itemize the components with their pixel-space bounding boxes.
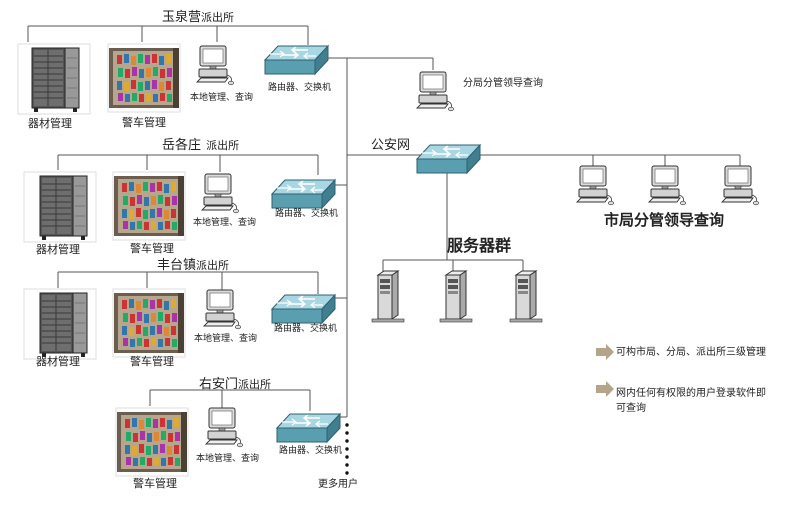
server-tower-icon — [371, 270, 405, 323]
connection-lines — [27, 25, 741, 418]
station-2-vehicle-image — [112, 171, 186, 241]
more-users-dots — [345, 423, 349, 475]
arrow-right-icon — [596, 344, 614, 360]
station-3-equipment-image — [23, 288, 97, 360]
station-3-router-label: 路由器、交换机 — [274, 324, 338, 334]
station-2-vehicle-label: 警车管理 — [130, 242, 174, 255]
station-4-vehicle-label: 警车管理 — [133, 477, 177, 490]
station-1-equipment-label: 器材管理 — [28, 117, 72, 130]
police-net-label: 公安网 — [371, 138, 411, 153]
computer-icon — [205, 407, 244, 448]
station-2-equipment-image — [23, 171, 97, 243]
station-2-router-label: 路由器、交换机 — [275, 209, 339, 219]
network-switch-icon — [264, 45, 329, 75]
station-1-router-label: 路由器、交换机 — [268, 83, 332, 93]
station-4-title: 右安门派出所 — [199, 377, 272, 392]
city-query-label: 市局分管领导查询 — [604, 211, 725, 229]
computer-icon — [721, 165, 760, 206]
branch-query-label: 分局分管领导查询 — [463, 78, 543, 89]
station-2-local-label: 本地管理、查询 — [193, 218, 257, 228]
station-1-title: 玉泉营派出所 — [162, 10, 235, 25]
station-3-vehicle-image — [112, 288, 186, 358]
note-2: 网内任何有权限的用户登录软件即可查询 — [616, 388, 766, 414]
station-1-vehicle-image — [107, 43, 181, 113]
arrow-right-icon — [596, 381, 614, 397]
computer-icon — [201, 173, 240, 214]
more-users-label: 更多用户 — [318, 479, 358, 490]
server-tower-icon — [439, 270, 473, 323]
computer-icon — [203, 289, 242, 330]
server-group-label: 服务器群 — [447, 236, 512, 255]
station-2-equipment-label: 器材管理 — [36, 243, 80, 256]
network-switch-icon — [271, 179, 336, 209]
station-4-local-label: 本地管理、查询 — [196, 454, 260, 464]
station-3-equipment-label: 器材管理 — [36, 355, 80, 368]
station-3-local-label: 本地管理、查询 — [194, 334, 258, 344]
network-switch-icon — [271, 294, 336, 324]
station-3-title: 丰台镇派出所 — [157, 258, 230, 273]
station-4-vehicle-image — [115, 407, 189, 477]
computer-icon — [648, 165, 687, 206]
network-switch-icon — [416, 144, 481, 174]
station-1-equipment-image — [17, 43, 91, 115]
note-1: 可构市局、分局、派出所三级管理 — [616, 347, 766, 358]
server-tower-icon — [509, 270, 543, 323]
station-2-title: 岳各庄 派出所 — [162, 138, 240, 153]
station-3-vehicle-label: 警车管理 — [130, 355, 174, 368]
network-switch-icon — [276, 413, 341, 443]
station-1-vehicle-label: 警车管理 — [122, 116, 166, 129]
station-1-local-label: 本地管理、查询 — [190, 93, 254, 103]
computer-icon — [416, 71, 455, 112]
computer-icon — [576, 165, 615, 206]
station-4-router-label: 路由器、交换机 — [279, 446, 343, 456]
computer-icon — [196, 45, 235, 86]
